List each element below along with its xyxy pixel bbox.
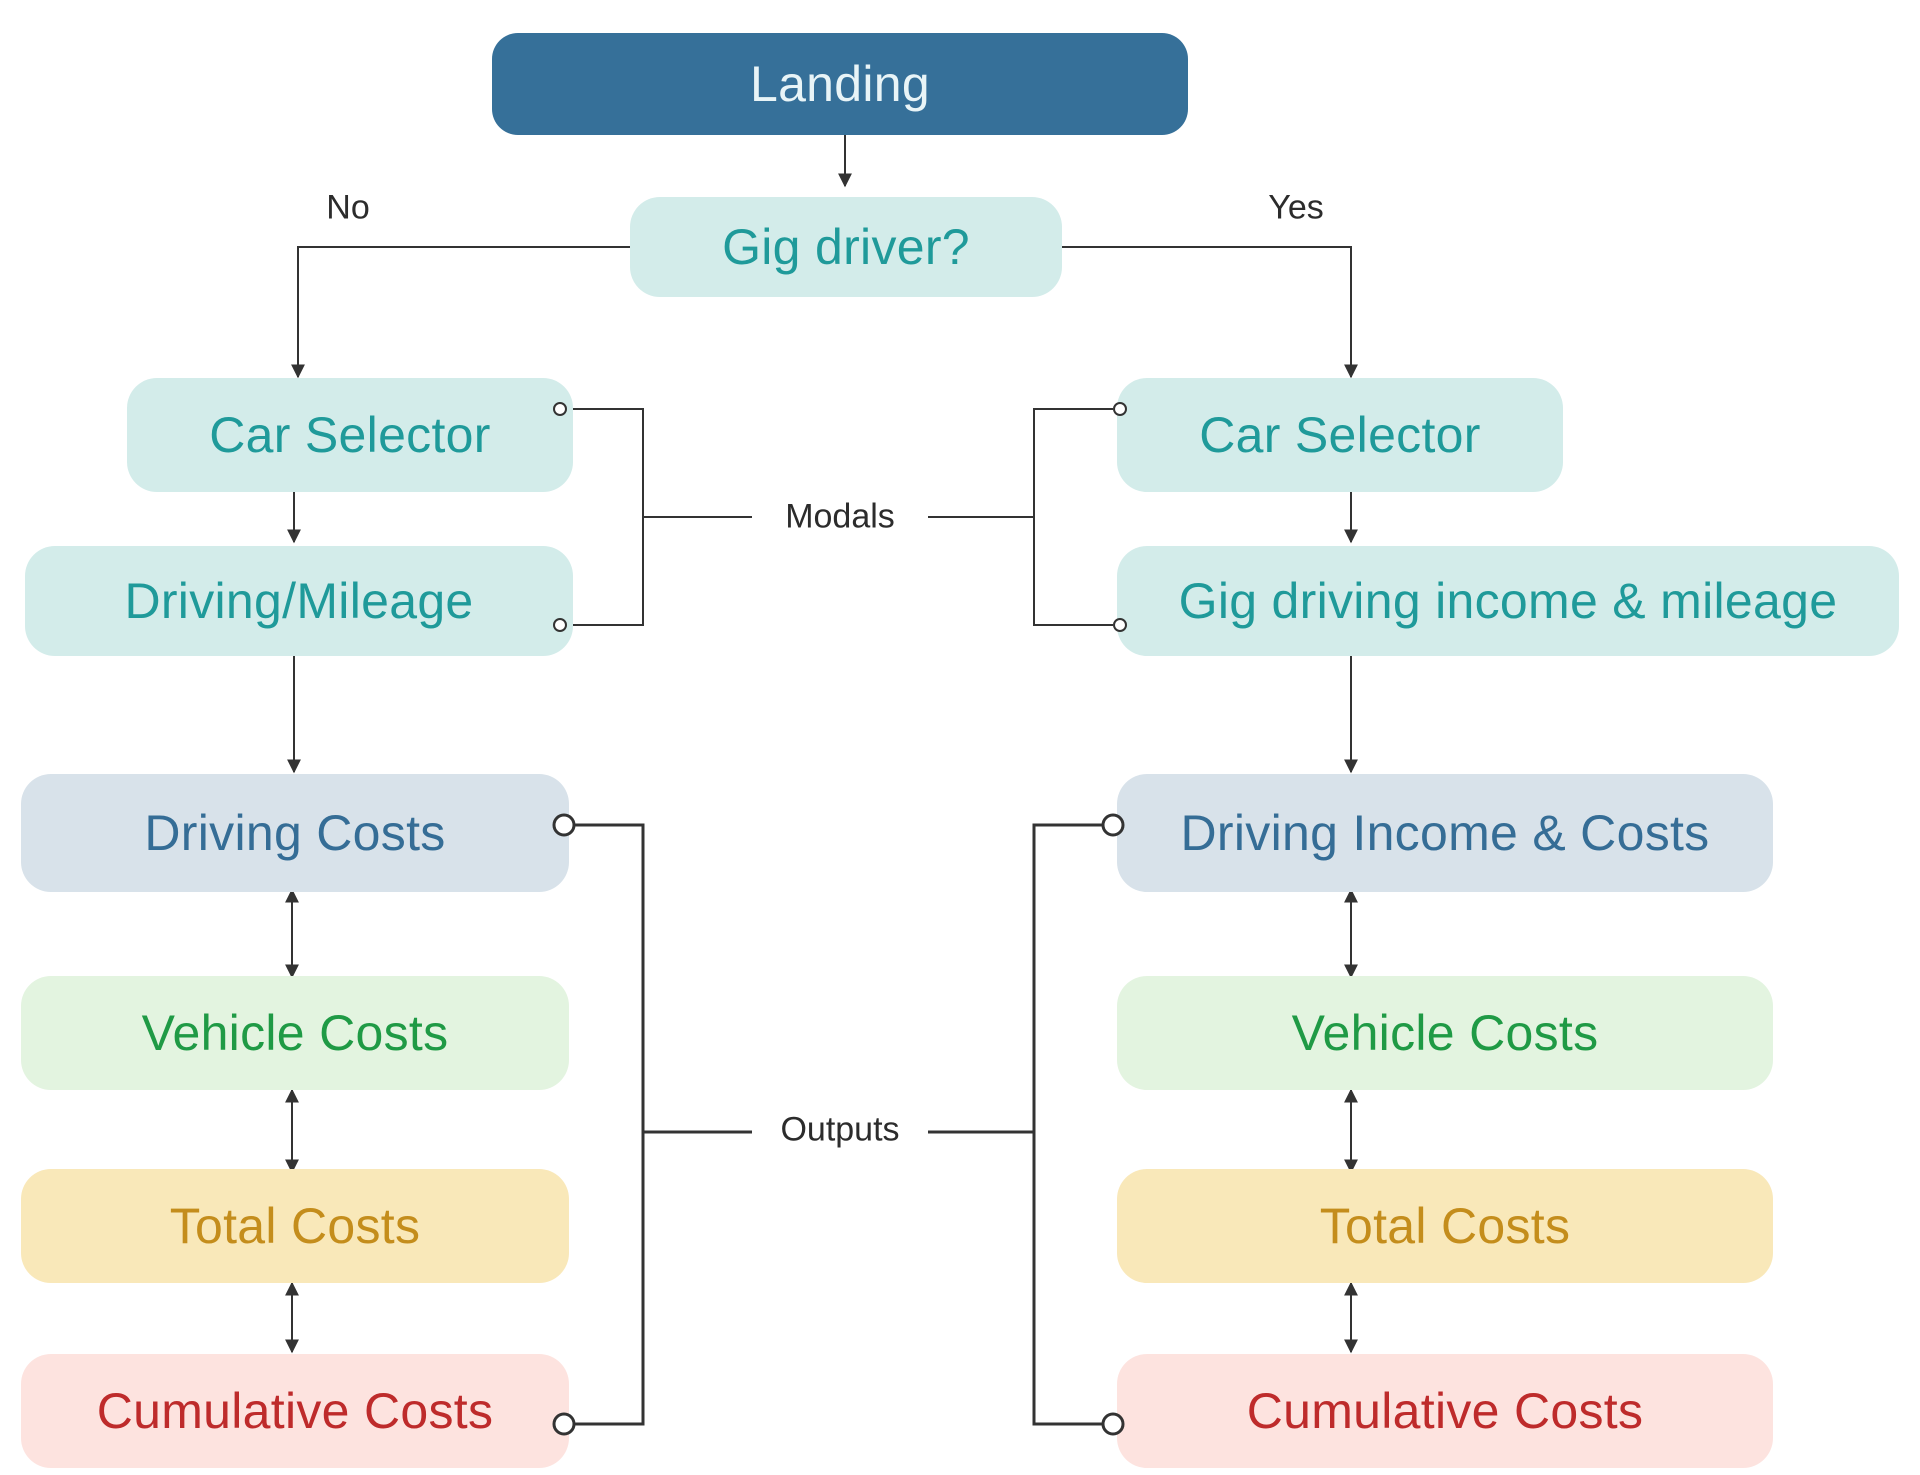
outputs-label: Outputs bbox=[774, 1110, 906, 1150]
gig-driver-decision-node: Gig driver? bbox=[630, 197, 1062, 297]
landing-node: Landing bbox=[492, 33, 1188, 135]
right-total-costs-node: Total Costs bbox=[1117, 1169, 1773, 1283]
arrow-no-branch bbox=[291, 246, 630, 379]
right-vehicle-costs-node: Vehicle Costs bbox=[1117, 976, 1773, 1090]
outputs-bracket-right bbox=[1032, 823, 1103, 1426]
right-gig-income-mileage-node: Gig driving income & mileage bbox=[1117, 546, 1899, 656]
left-driving-mileage-node: Driving/Mileage bbox=[25, 546, 573, 656]
left-cumulative-costs-node: Cumulative Costs bbox=[21, 1354, 569, 1468]
right-cumulative-costs-node: Cumulative Costs bbox=[1117, 1354, 1773, 1468]
left-total-costs-node: Total Costs bbox=[21, 1169, 569, 1283]
arrow-yes-branch bbox=[1060, 246, 1358, 379]
left-car-selector-node: Car Selector bbox=[127, 378, 573, 492]
modals-bracket-left bbox=[566, 408, 644, 626]
branch-no-label: No bbox=[320, 188, 376, 228]
modals-label: Modals bbox=[779, 497, 901, 537]
right-car-selector-node: Car Selector bbox=[1117, 378, 1563, 492]
left-vehicle-costs-node: Vehicle Costs bbox=[21, 976, 569, 1090]
left-driving-costs-node: Driving Costs bbox=[21, 774, 569, 892]
right-driving-income-costs-node: Driving Income & Costs bbox=[1117, 774, 1773, 892]
outputs-bracket-left bbox=[574, 823, 645, 1426]
modals-bracket-right bbox=[1033, 408, 1113, 626]
branch-yes-label: Yes bbox=[1262, 188, 1330, 228]
